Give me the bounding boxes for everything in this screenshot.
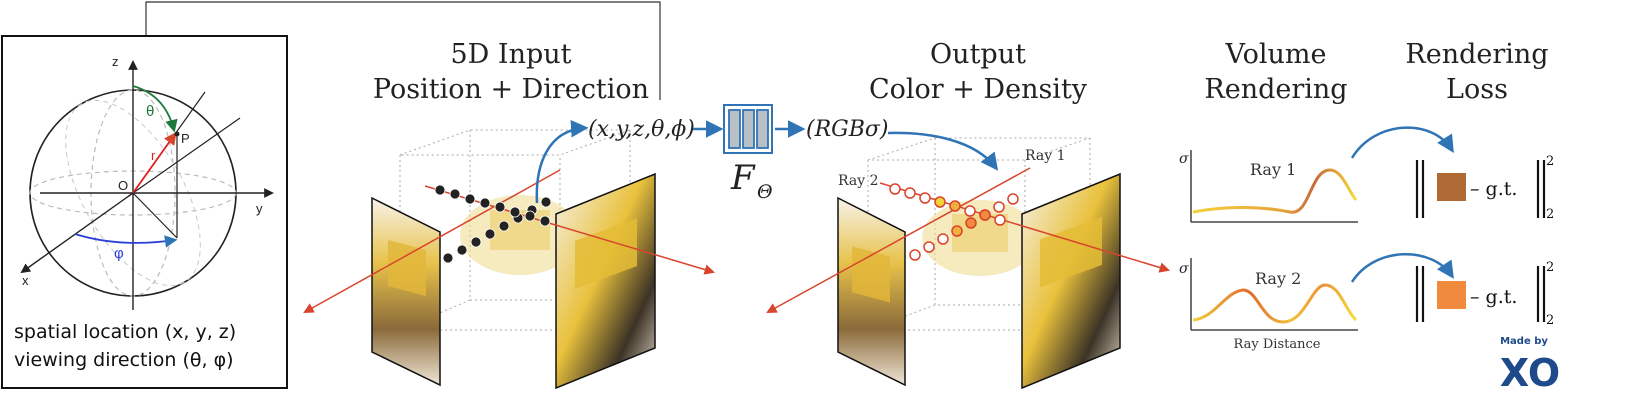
caption-spatial-location: spatial location (x, y, z)	[14, 321, 237, 343]
input-heading-line1: 5D Input	[451, 39, 572, 70]
plot-ray1: σ Ray 1	[1179, 150, 1358, 223]
input-ray-1	[303, 169, 561, 314]
loss-ray2-gt: – g.t.	[1470, 286, 1517, 308]
output-tuple: (RGBσ)	[806, 117, 889, 142]
y-axis-label: y	[256, 201, 263, 216]
input-image-right	[555, 172, 656, 390]
loss-heading-line2: Loss	[1446, 74, 1508, 105]
output-heading-line2: Color + Density	[869, 74, 1088, 105]
loss-ray2-arrow	[1350, 253, 1454, 283]
input-sample-arrow	[535, 120, 589, 204]
origin-label: O	[118, 178, 128, 193]
diagonal-line-2	[132, 117, 241, 194]
loss-ray2-color-swatch	[1437, 281, 1466, 309]
phi-label: φ	[114, 245, 124, 262]
coordinate-inset: z y x O P r θ φ	[1, 35, 288, 389]
caption-viewing-direction: viewing direction (θ, φ)	[14, 349, 234, 371]
volume-heading-line1: Volume	[1225, 39, 1327, 70]
output-image-right-object	[1040, 216, 1102, 288]
output-heading-line1: Output	[930, 39, 1026, 70]
output-ray1-label: Ray 1	[1025, 148, 1065, 164]
plot-x-axis-label: Ray Distance	[1234, 337, 1321, 352]
output-sample-points	[889, 183, 1019, 261]
loss-ray2-subscript: 2	[1546, 313, 1554, 328]
input-heading-line2: Position + Direction	[373, 74, 649, 105]
loss-ray1-arrow	[1350, 126, 1454, 159]
input-scene	[303, 120, 716, 390]
output-ray-1	[766, 167, 1031, 314]
z-axis-label: z	[112, 54, 119, 69]
plot-ray1-label: Ray 1	[1250, 160, 1296, 179]
output-arrow-to-volume	[887, 131, 999, 171]
input-image-left	[371, 196, 441, 387]
watermark-top-text: Made by	[1500, 336, 1548, 347]
function-symbol: F	[730, 158, 756, 198]
loss-ray1-subscript: 2	[1546, 207, 1554, 222]
plot-ray2-curve	[1192, 283, 1358, 324]
output-image-right	[1021, 172, 1121, 390]
loss-ray2-superscript: 2	[1546, 260, 1554, 275]
plot-ray1-curve	[1192, 168, 1358, 214]
projection-base	[132, 192, 178, 239]
function-subscript: Θ	[757, 181, 773, 203]
x-axis-label: x	[22, 273, 29, 288]
point-label: P	[181, 131, 190, 146]
theta-label: θ	[146, 103, 154, 120]
network-box	[723, 104, 773, 154]
loss-ray1-superscript: 2	[1546, 154, 1554, 169]
plot-ray2-label: Ray 2	[1255, 269, 1301, 288]
input-volume-object	[460, 195, 580, 275]
watermark-bottom-text: XO	[1500, 351, 1560, 395]
radius-vector	[132, 131, 177, 194]
output-volume-object	[922, 200, 1038, 276]
plot-ray1-sigma: σ	[1179, 151, 1189, 167]
network-layer-3	[756, 109, 769, 149]
theta-arc	[132, 85, 178, 133]
phi-arc	[74, 233, 178, 248]
plot-ray2: σ Ray 2 Ray Distance	[1179, 258, 1358, 352]
loss-heading-line1: Rendering	[1405, 39, 1548, 70]
connector-line	[145, 1, 661, 100]
radius-label: r	[151, 148, 156, 163]
network-layer-1	[728, 109, 741, 149]
volume-heading-line2: Rendering	[1204, 74, 1347, 105]
loss-ray2: – g.t. 2 2	[1350, 253, 1554, 328]
loss-ray1-color-swatch	[1437, 173, 1466, 201]
network-layer-2	[742, 109, 755, 149]
output-scene: Ray 1 Ray 2	[766, 131, 1171, 390]
point-p-marker	[174, 131, 180, 137]
input-sample-points	[434, 184, 552, 264]
input-tuple: (x,y,z,θ,ϕ)	[588, 117, 695, 142]
plot-ray2-sigma: σ	[1179, 261, 1189, 277]
sphere-meridian-2	[65, 99, 201, 287]
loss-ray1: – g.t. 2 2	[1350, 126, 1554, 222]
loss-ray1-gt: – g.t.	[1470, 178, 1517, 200]
x-axis	[20, 192, 134, 274]
watermark-logo: Made by XO	[1500, 336, 1560, 395]
input-image-left-object	[388, 239, 426, 297]
output-ray2-label: Ray 2	[838, 173, 878, 189]
inset-caption: spatial location (x, y, z) viewing direc…	[14, 318, 284, 374]
